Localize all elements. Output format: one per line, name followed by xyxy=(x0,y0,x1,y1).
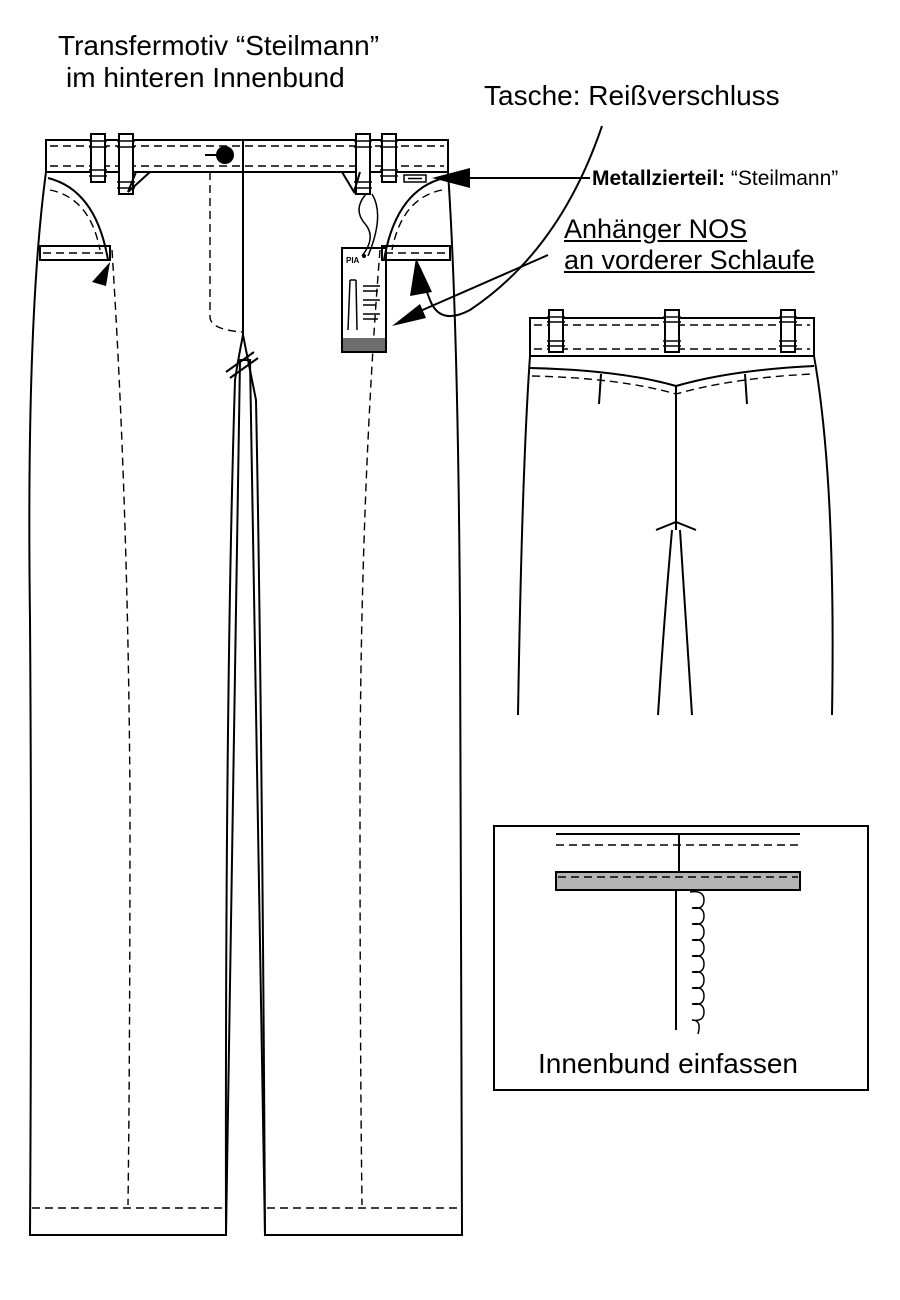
back-view xyxy=(517,309,834,716)
annotation-lines xyxy=(392,125,603,326)
front-dart-left xyxy=(127,171,151,193)
back-dart-left xyxy=(598,373,602,405)
hang-tag xyxy=(341,193,387,353)
metal-ornament-name: “Steilmann” xyxy=(730,167,839,190)
front-inseam-left xyxy=(224,172,244,1236)
metall-arrowhead xyxy=(432,168,470,188)
belt-loop-right-2 xyxy=(380,133,398,183)
back-belt-loop-right xyxy=(779,309,797,353)
pocket-label: Tasche: Reißverschluss xyxy=(484,80,780,111)
tag-pants-sketch xyxy=(347,279,358,331)
back-left-side xyxy=(517,355,531,716)
metal-ornament-label: Metallzierteil: “Steilmann” xyxy=(592,167,838,191)
left-zip-pocket xyxy=(39,245,111,261)
front-dart-right xyxy=(341,171,361,195)
belt-loop-left-2 xyxy=(117,133,135,195)
front-outline xyxy=(28,171,464,1236)
right-pocket-stitch xyxy=(391,189,443,251)
front-view xyxy=(28,133,464,1236)
back-inseam-right xyxy=(679,529,693,716)
back-crotch xyxy=(655,520,697,531)
left-pocket-arrow xyxy=(92,262,110,286)
front-waistband xyxy=(45,139,449,173)
belt-loop-left-1 xyxy=(89,133,107,183)
back-right-side xyxy=(813,355,834,716)
waistband-button xyxy=(216,146,234,164)
tasche-arrowhead xyxy=(410,258,432,296)
back-yoke xyxy=(529,365,815,388)
detail-frame xyxy=(493,825,869,1091)
transfer-line-2: im hinteren Innenbund xyxy=(66,62,345,94)
tag-string xyxy=(358,193,371,257)
metal-ornament-prefix: Metallzierteil: xyxy=(592,167,726,190)
back-belt-loop-center xyxy=(663,309,681,353)
transfer-motif-label: Transfermotiv “Steilmann” im hinteren In… xyxy=(58,30,379,94)
transfer-line-1: Transfermotiv “Steilmann” xyxy=(58,30,380,61)
crotch-tick-1 xyxy=(225,351,255,373)
metal-ornament xyxy=(403,174,427,183)
tag-bottom-band xyxy=(343,338,385,351)
back-dart-right xyxy=(744,373,748,405)
right-leg-seam xyxy=(359,249,381,1206)
anhaenger-arrowhead xyxy=(392,304,426,326)
tag-card xyxy=(341,247,387,353)
left-leg-seam xyxy=(111,249,131,1206)
anhaenger-leader xyxy=(417,254,549,313)
fly-stitch xyxy=(209,172,244,333)
binding-strip xyxy=(555,871,801,891)
hang-tag-line-2: an vorderer Schlaufe xyxy=(564,245,815,276)
front-inseam-right xyxy=(242,334,266,1236)
overlock-stitch xyxy=(689,890,705,1035)
inner-waistband-label: Innenbund einfassen xyxy=(538,1048,798,1079)
left-pocket-stitch xyxy=(49,189,101,251)
crotch-tick-2 xyxy=(229,357,259,379)
hang-tag-label: Anhänger NOS an vorderer Schlaufe xyxy=(564,214,815,276)
detail-box xyxy=(493,825,869,1091)
back-belt-loop-left xyxy=(547,309,565,353)
back-inseam-left xyxy=(657,529,673,716)
tag-brand: PIA xyxy=(346,256,360,265)
hang-tag-line-1: Anhänger NOS xyxy=(564,214,748,244)
